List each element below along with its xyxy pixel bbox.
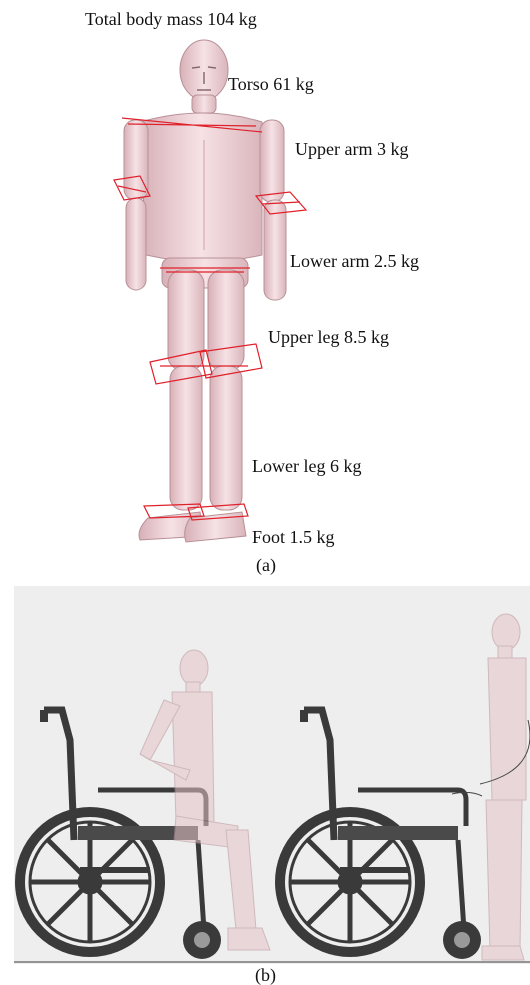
label-lower-leg: Lower leg 6 kg: [252, 457, 361, 475]
caption-a: (a): [256, 556, 276, 574]
mannequin-head: [180, 40, 228, 113]
mannequin-standing: [482, 614, 526, 960]
label-upper-arm: Upper arm 3 kg: [295, 140, 408, 158]
wheelchair-1: [20, 710, 221, 959]
mannequin-right-arm: [260, 120, 286, 300]
wheelchair-2: [280, 710, 481, 959]
mannequin-right-leg: [208, 270, 244, 510]
mannequin-rising: [140, 650, 270, 950]
mannequin-left-leg: [168, 270, 204, 510]
label-total-body-mass: Total body mass 104 kg: [85, 10, 257, 28]
panel-b-background: [14, 586, 530, 964]
label-torso: Torso 61 kg: [228, 75, 314, 93]
motion-arc: [452, 720, 530, 796]
label-foot: Foot 1.5 kg: [252, 528, 335, 546]
label-lower-arm: Lower arm 2.5 kg: [290, 252, 419, 270]
label-upper-leg: Upper leg 8.5 kg: [268, 328, 389, 346]
mannequin-torso: [140, 113, 262, 262]
mannequin-left-arm: [124, 120, 148, 290]
caption-b: (b): [255, 966, 276, 984]
